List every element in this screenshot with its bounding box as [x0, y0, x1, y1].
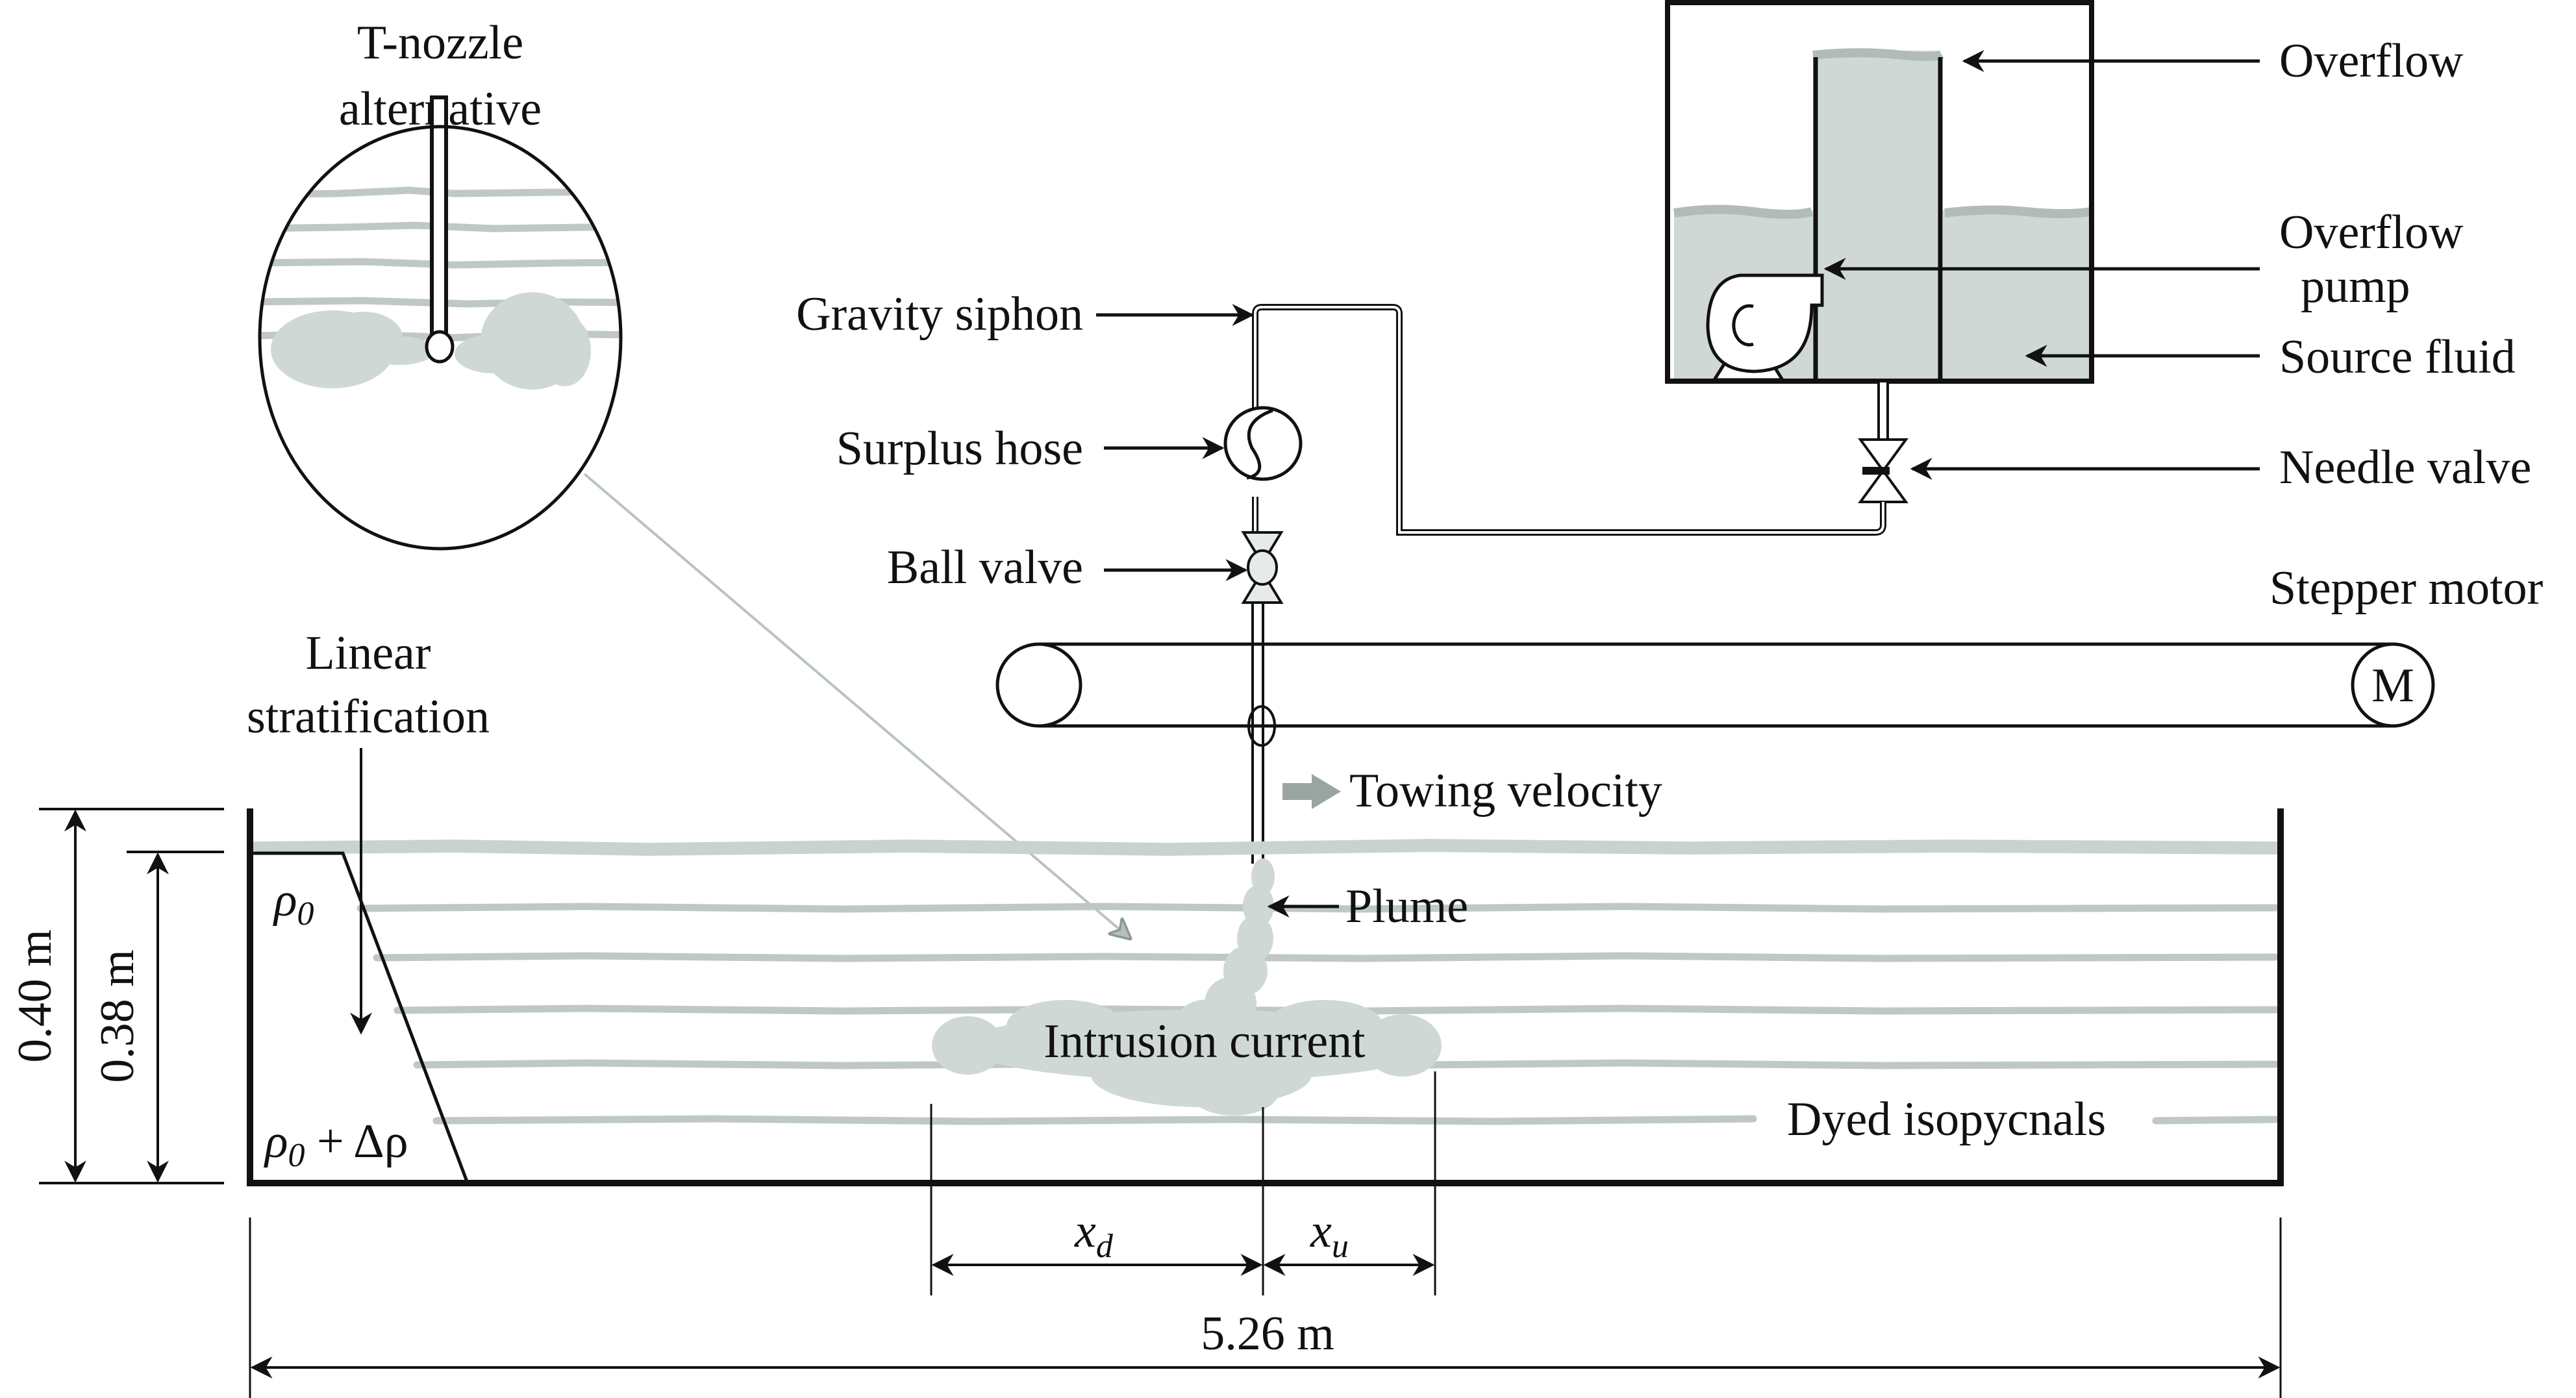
overflow-pump-icon [1706, 273, 1824, 382]
tank-walls [247, 808, 2284, 1186]
idler-pulley-icon [995, 642, 1082, 728]
overflow-pump-label-line1: Overflow [2279, 206, 2464, 259]
linear-stratification-line1: Linear [305, 627, 431, 680]
inset-intrusion-cloud [271, 292, 591, 390]
intrusion-current-cloud [932, 1000, 1442, 1116]
gravity-siphon-label: Gravity siphon [796, 288, 1083, 341]
xd-label: xd [1074, 1205, 1114, 1265]
towing-velocity-arrow [1282, 774, 1341, 809]
dyed-isopycnals-label: Dyed isopycnals [1787, 1093, 2106, 1146]
stepper-motor-label: Stepper motor [2270, 562, 2543, 615]
dyed-isopycnals [247, 838, 2282, 1125]
callouts: Overflow Overflow pump Source fluid Need… [247, 34, 2543, 1146]
inset-title-line1: T-nozzle [357, 16, 523, 69]
overflow-pump-label-line2: pump [2301, 260, 2410, 313]
needle-valve-icon [1858, 438, 1908, 503]
rho-bottom-label: ρ0 + Δρ [264, 1115, 408, 1174]
fill-depth-label: 0.38 m [91, 949, 144, 1083]
towing-velocity-label: Towing velocity [1349, 764, 1662, 818]
inset-isopycnals [260, 186, 621, 342]
ball-valve-icon [1241, 531, 1284, 604]
source-fluid-label: Source fluid [2279, 331, 2516, 384]
rho0-label: ρ0 [273, 873, 314, 932]
overflow-label: Overflow [2279, 34, 2464, 88]
motor-symbol: M [2371, 659, 2414, 712]
plume-label: Plume [1345, 880, 1468, 933]
stepper-motor-icon [2351, 642, 2435, 728]
surplus-hose-label: Surplus hose [836, 422, 1083, 475]
dimension-annotations: 0.40 m 0.38 m xd xu 5.26 m [8, 808, 2282, 1398]
overflow-column-fluid [1813, 51, 1940, 381]
needle-valve-label: Needle valve [2279, 441, 2531, 494]
density-profile [252, 851, 469, 1184]
inset-circle [258, 125, 623, 551]
tank-length-label: 5.26 m [1201, 1307, 1334, 1360]
gravity-siphon-pipe [1251, 304, 1886, 864]
t-nozzle-pipe [425, 95, 455, 364]
tank-height-label: 0.40 m [8, 929, 62, 1063]
main-tank: ρ0 ρ0 + Δρ Intrusion current [247, 808, 2284, 1186]
t-nozzle-inset: T-nozzle alternative [258, 16, 623, 551]
overflow-surface [1812, 48, 1944, 61]
ball-valve-label: Ball valve [887, 541, 1083, 594]
traverse-belt: M [995, 642, 2435, 747]
intrusion-current-label: Intrusion current [1044, 1015, 1366, 1068]
source-tank [1665, 0, 2094, 441]
linear-stratification-line2: stratification [247, 690, 490, 743]
inset-leader-arrow [583, 473, 1130, 938]
carriage-clamp [1247, 705, 1276, 747]
xu-label: xu [1310, 1205, 1349, 1265]
surplus-hose-icon [1223, 406, 1303, 481]
source-fluid-right [1943, 210, 2091, 381]
